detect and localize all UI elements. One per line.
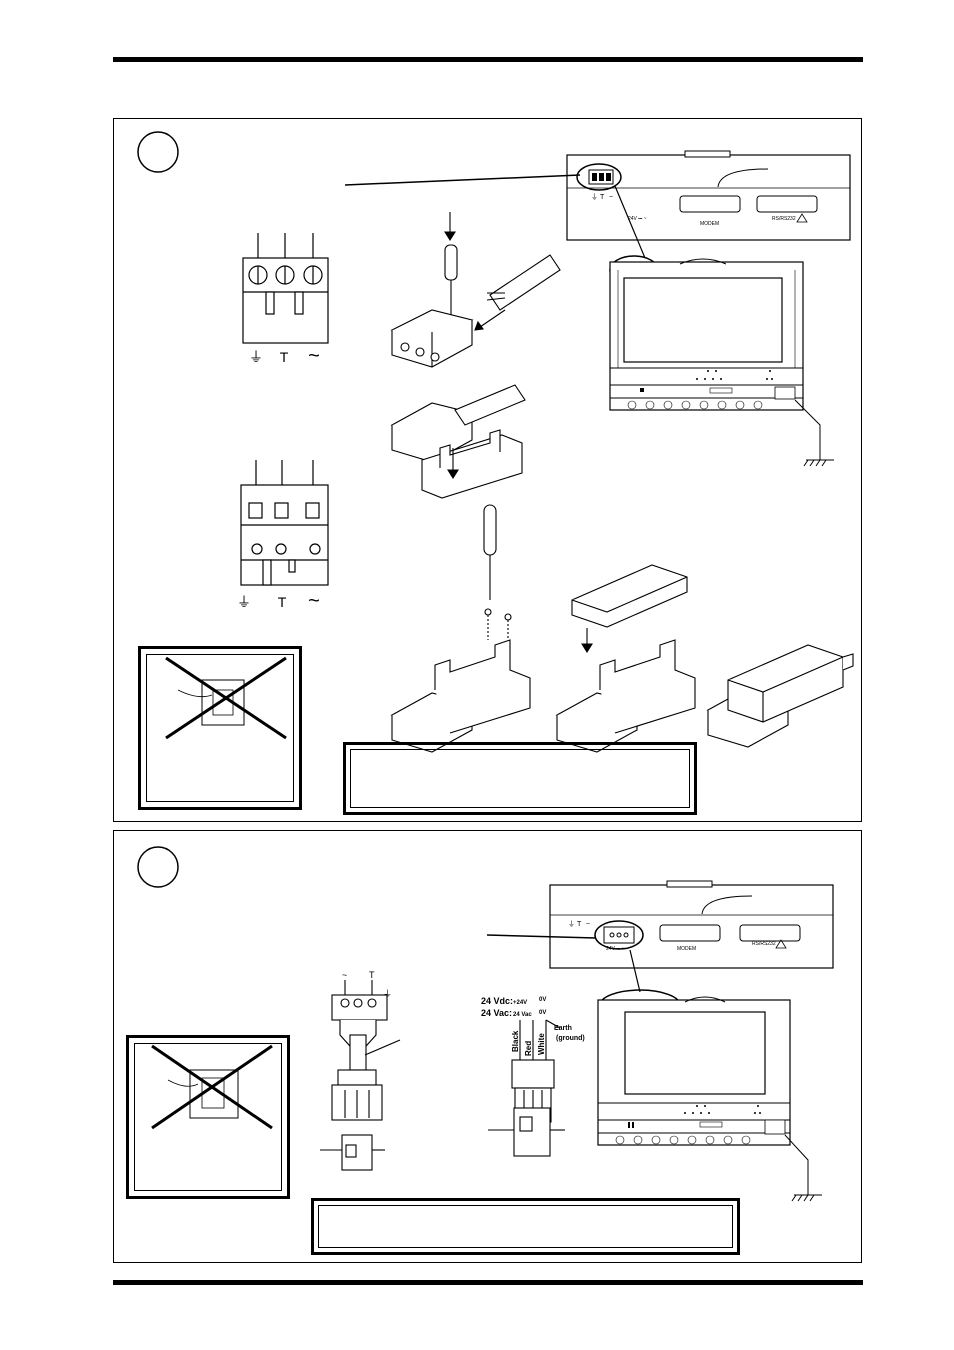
rs-label-2: RS/RS232 [752, 941, 776, 947]
modem-label: MODEM [700, 221, 719, 227]
vdc-plus: +24V [513, 1000, 527, 1006]
note-box-2 [311, 1198, 740, 1255]
warning-box-1 [138, 646, 302, 810]
power-label-2: 24V ⎓ ~ [606, 946, 625, 952]
cover-place-step [555, 564, 696, 753]
svg-text:~: ~ [586, 921, 590, 928]
connector-cover-step [390, 384, 526, 499]
wire-black-label: Black [511, 1030, 520, 1052]
vdc-zero: 0V [539, 997, 546, 1003]
note-box-1 [343, 742, 697, 815]
earth-label: Earth [554, 1025, 572, 1032]
terminal-symbol-ac-2: ~ [308, 590, 320, 612]
vdc-label: 24 Vdc: [481, 996, 513, 1006]
assembled-connector [706, 644, 854, 748]
no-switch-warning [165, 656, 287, 740]
rs-label: RS/RS232 [772, 216, 796, 222]
power-label: 24V ⎓ ~ [628, 216, 647, 222]
vac-label: 24 Vac: [481, 1008, 512, 1018]
no-switch-warning-2 [151, 1044, 273, 1130]
panel-plug-connector [113, 830, 862, 1263]
svg-text:T: T [369, 970, 375, 980]
wired-plug: 24 Vdc: +24V 0V 24 Vac: 24 Vac 0V Black … [481, 996, 585, 1157]
svg-text:T: T [600, 194, 605, 201]
device-front-view-2 [597, 989, 822, 1202]
svg-text:~: ~ [609, 194, 613, 201]
svg-text:⏚: ⏚ [568, 920, 575, 928]
plug-with-terminal: ~ T ⏚ [320, 970, 401, 1171]
step-2-circle [137, 846, 179, 888]
terminal-symbol-earth: ⏚ [249, 349, 263, 365]
device-back-view: ⏚ T ~ 24V ⎓ ~ MODEM RS/RS232 [566, 150, 851, 241]
bottom-rule [113, 1280, 863, 1285]
terminal-symbol-earth-2: ⏚ [237, 594, 251, 610]
connector-wiring-step [390, 212, 561, 368]
earth-sub-label: (ground) [556, 1035, 585, 1042]
panel-screw-terminal [113, 118, 862, 822]
device-back-view-2: ⏚ T ~ 24V ⎓ ~ MODEM RS/RS232 [549, 880, 834, 969]
svg-text:T: T [577, 921, 582, 928]
warning-box-2 [126, 1035, 290, 1199]
svg-text:⏚: ⏚ [591, 193, 598, 201]
wire-white-label: White [537, 1033, 546, 1055]
terminal-symbol-t-2: T [278, 594, 287, 610]
step-1-circle [137, 131, 179, 173]
vac-zero: 0V [539, 1010, 546, 1016]
terminal-symbol-ac: ~ [308, 345, 320, 367]
device-front-view [609, 255, 834, 467]
modem-label-2: MODEM [677, 946, 696, 952]
svg-text:~: ~ [342, 970, 347, 980]
terminal-block-open [242, 233, 329, 344]
vac-value: 24 Vac [513, 1012, 532, 1018]
terminal-symbol-t: T [280, 349, 289, 365]
svg-text:⏚: ⏚ [383, 989, 392, 999]
screw-assembly-step [390, 504, 531, 753]
terminal-block-closed [240, 460, 329, 586]
top-rule [113, 57, 863, 62]
wire-red-label: Red [524, 1041, 533, 1056]
